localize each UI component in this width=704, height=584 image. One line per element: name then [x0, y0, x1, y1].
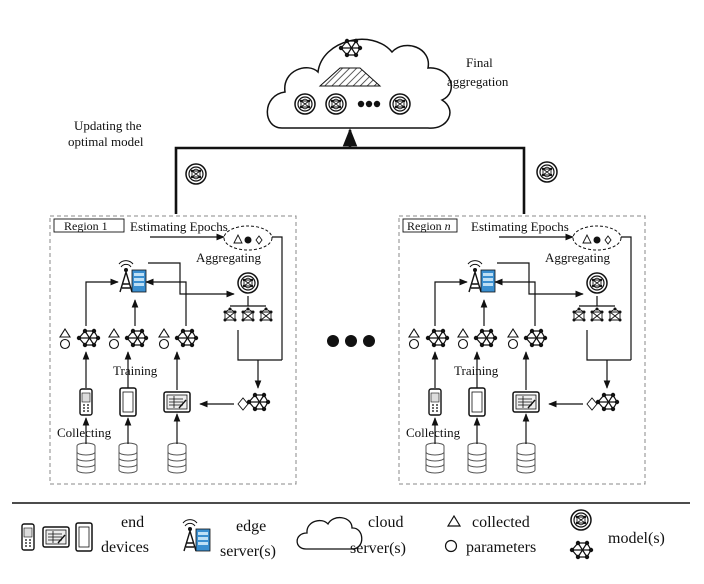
params-icon	[108, 328, 120, 350]
tablet-icon	[468, 387, 486, 417]
training-label: Training	[113, 363, 158, 378]
network-icon	[523, 328, 548, 348]
model-icon	[185, 163, 207, 185]
collecting-label: Collecting	[57, 425, 112, 440]
tablet-icon	[512, 391, 540, 413]
database-icon	[118, 442, 138, 474]
circle-icon	[444, 539, 458, 553]
region-1: Region 1 Estimating Epochs Aggregating	[49, 215, 297, 485]
tablet-icon	[119, 387, 137, 417]
updating-label-1: Updating the	[74, 118, 142, 133]
phone-icon	[79, 388, 93, 416]
collecting-label: Collecting	[406, 425, 461, 440]
database-icon	[467, 442, 487, 474]
edge-server-icon	[118, 259, 147, 293]
legend-cloud-server: cloud server(s)	[296, 514, 406, 557]
updating-label-2: optimal model	[68, 134, 144, 149]
network-icon	[174, 328, 199, 348]
params-icon	[408, 328, 420, 350]
params-icon	[158, 328, 170, 350]
network-icon	[569, 540, 594, 560]
legend-cloud-server-label: server(s)	[350, 540, 406, 557]
uplink-line	[174, 146, 526, 214]
legend-end-label: end	[121, 514, 144, 531]
triangle-icon	[446, 514, 462, 527]
tablet-icon	[75, 522, 93, 552]
aggregating-label: Aggregating	[545, 250, 610, 265]
network-icon	[473, 328, 498, 348]
legend-collected-parameters: collected parameters	[444, 514, 536, 556]
model-icon	[586, 272, 608, 294]
model-icon	[570, 509, 592, 531]
tablet-icon	[163, 391, 191, 413]
aggregating-label: Aggregating	[196, 250, 261, 265]
legend-cloud-label: cloud	[368, 514, 404, 531]
legend-devices-label: devices	[101, 539, 149, 556]
legend: end devices edge server(s) cloud server(…	[21, 509, 665, 560]
edge-server-icon	[182, 518, 211, 552]
cloud-icon	[296, 517, 363, 550]
network-icon	[425, 328, 450, 348]
legend-end-devices: end devices	[21, 514, 149, 556]
database-icon	[516, 442, 536, 474]
database-icon	[167, 442, 187, 474]
database-icon	[425, 442, 445, 474]
params-icon	[457, 328, 469, 350]
ellipsis-dots	[327, 335, 375, 347]
legend-models: model(s)	[569, 509, 665, 560]
legend-edge-server-label: server(s)	[220, 543, 276, 560]
params-icon	[59, 328, 71, 350]
region-n: Region n Estimating Epochs Aggregating T…	[398, 215, 646, 485]
database-icon	[76, 442, 96, 474]
legend-parameters-label: parameters	[466, 539, 536, 556]
model-icon	[536, 161, 558, 183]
cloud-label-aggregation: aggregation	[447, 74, 509, 89]
tablet-icon	[42, 526, 70, 548]
cloud-server	[266, 38, 453, 129]
legend-collected-label: collected	[472, 514, 530, 531]
legend-edge-label: edge	[236, 518, 266, 535]
phone-icon	[428, 388, 442, 416]
legend-models-label: model(s)	[608, 530, 665, 547]
network-icon	[124, 328, 149, 348]
region-name: Region n	[407, 219, 451, 233]
network-icon	[76, 328, 101, 348]
phone-icon	[21, 523, 35, 551]
model-icon	[237, 272, 259, 294]
estimating-label: Estimating Epochs	[130, 219, 228, 234]
legend-edge-server: edge server(s)	[182, 518, 276, 560]
edge-server-icon	[467, 259, 496, 293]
cloud-label-final: Final	[466, 55, 493, 70]
network-icon	[246, 392, 271, 412]
network-icon	[595, 392, 620, 412]
region-name: Region 1	[64, 219, 108, 233]
estimating-label: Estimating Epochs	[471, 219, 569, 234]
params-icon	[507, 328, 519, 350]
